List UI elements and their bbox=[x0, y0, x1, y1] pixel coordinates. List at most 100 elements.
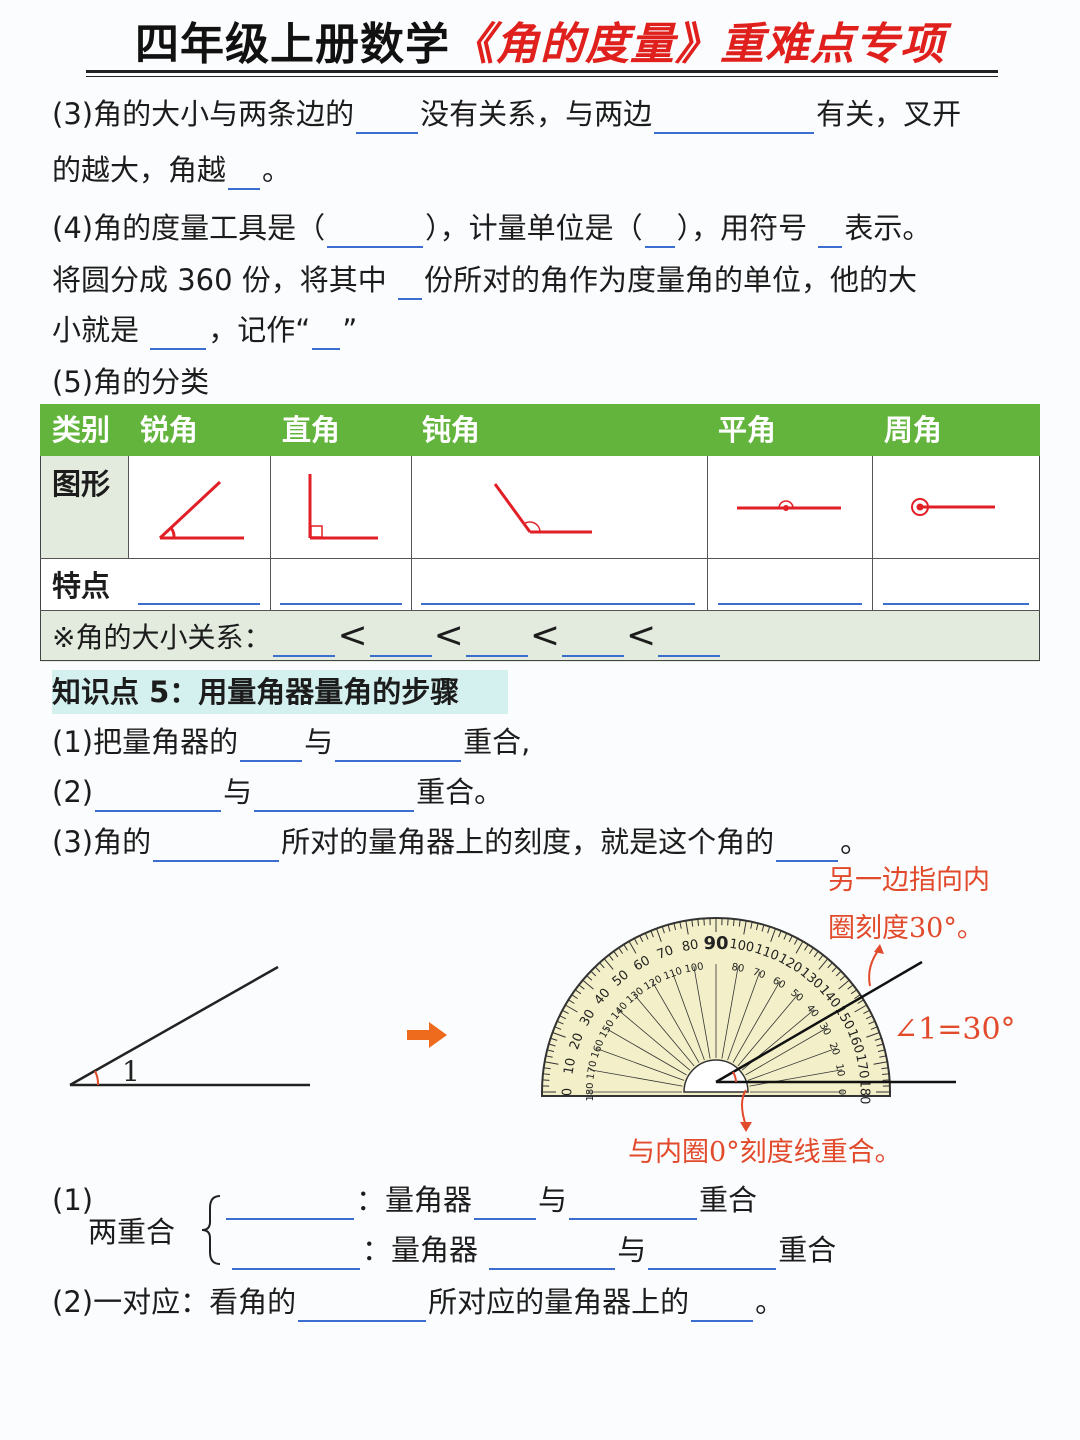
protractor-tick bbox=[795, 941, 804, 954]
protractor-tick bbox=[755, 923, 759, 931]
protractor-tick bbox=[582, 979, 594, 990]
protractor-tick bbox=[613, 950, 619, 958]
left-brace-icon bbox=[201, 1195, 221, 1265]
protractor-tick bbox=[633, 938, 639, 945]
protractor-tick bbox=[568, 999, 575, 1004]
protractor-tick bbox=[623, 944, 628, 951]
q5-label: (5)角的分类 bbox=[52, 365, 210, 399]
header-right: 直角 bbox=[282, 413, 341, 447]
protractor-tick bbox=[838, 979, 850, 990]
note-angle-value: ∠1=30° bbox=[893, 1012, 1016, 1047]
angle-classification-table: 类别 锐角 直角 钝角 平角 周角 图形 特点 bbox=[40, 404, 1040, 662]
fill-blank[interactable] bbox=[776, 830, 839, 862]
protractor-tick bbox=[877, 1049, 885, 1053]
protractor-tick bbox=[650, 930, 654, 938]
protractor-tick bbox=[854, 994, 861, 1000]
fill-blank[interactable] bbox=[273, 625, 336, 657]
fill-blank[interactable] bbox=[644, 216, 675, 248]
note-bottom: 与内圈0°刻度线重合。 bbox=[628, 1137, 902, 1168]
protractor-tick bbox=[868, 1020, 876, 1025]
protractor-tick bbox=[586, 975, 593, 981]
fill-blank[interactable] bbox=[232, 1238, 360, 1270]
fill-blank[interactable] bbox=[335, 730, 462, 762]
fill-blank[interactable] bbox=[691, 1290, 754, 1322]
protractor-tick bbox=[545, 1055, 553, 1058]
protractor-inner-label: 170 bbox=[585, 1060, 599, 1081]
feature-blank-right[interactable] bbox=[280, 603, 402, 605]
protractor-tick bbox=[679, 921, 682, 929]
protractor-tick bbox=[556, 1020, 564, 1025]
protractor-tick bbox=[850, 989, 858, 995]
protractor-tick bbox=[628, 941, 637, 954]
fill-blank[interactable] bbox=[648, 1238, 777, 1270]
fill-blank[interactable] bbox=[569, 1188, 698, 1220]
protractor-tick bbox=[804, 944, 809, 951]
protractor-tick bbox=[565, 1004, 578, 1013]
fill-blank[interactable] bbox=[298, 1290, 427, 1322]
kp5-step3: (3)角的所对的量角器上的刻度，就是这个角的。 bbox=[52, 822, 869, 862]
page-title: 四年级上册数学《角的度量》重难点专项 bbox=[0, 14, 1080, 76]
protractor-tick bbox=[618, 947, 624, 954]
protractor-tick bbox=[866, 1032, 880, 1038]
fill-blank[interactable] bbox=[474, 1188, 537, 1220]
protractor-spoke bbox=[595, 1047, 685, 1081]
fill-blank[interactable] bbox=[465, 625, 528, 657]
fill-blank[interactable] bbox=[153, 830, 280, 862]
protractor-tick bbox=[599, 962, 605, 969]
protractor-tick bbox=[876, 1043, 884, 1047]
fill-blank[interactable] bbox=[356, 102, 419, 134]
protractor-spoke bbox=[617, 1009, 691, 1071]
fill-blank[interactable] bbox=[312, 318, 341, 350]
acute-angle-icon bbox=[158, 480, 244, 540]
feature-blank-round[interactable] bbox=[883, 603, 1029, 605]
table-divider bbox=[707, 456, 708, 610]
protractor-tick bbox=[548, 1043, 556, 1047]
fill-blank[interactable] bbox=[561, 625, 624, 657]
fill-blank[interactable] bbox=[254, 780, 415, 812]
fill-blank[interactable] bbox=[226, 1188, 354, 1220]
header-acute: 锐角 bbox=[140, 413, 199, 447]
feature-row bbox=[40, 558, 1040, 610]
protractor-tick bbox=[743, 920, 747, 935]
cell-obtuse-shape bbox=[412, 456, 707, 558]
fill-blank[interactable] bbox=[150, 318, 207, 350]
fill-blank[interactable] bbox=[327, 216, 424, 248]
protractor-tick bbox=[738, 919, 741, 927]
angle-shapes bbox=[158, 474, 995, 540]
protractor-outer-label: 170 bbox=[852, 1053, 871, 1080]
protractor-spoke bbox=[727, 971, 761, 1061]
feature-blank-obtuse[interactable] bbox=[421, 603, 695, 605]
pointer-arrow-icon bbox=[868, 944, 884, 987]
table-divider bbox=[40, 558, 1040, 559]
fill-blank[interactable] bbox=[240, 730, 303, 762]
header-round: 周角 bbox=[884, 413, 943, 447]
protractor-spoke bbox=[747, 1047, 837, 1081]
protractor-inner-label: 10 bbox=[833, 1063, 846, 1077]
protractor-tick bbox=[808, 947, 814, 954]
fill-blank[interactable] bbox=[489, 1238, 616, 1270]
fill-blank[interactable] bbox=[658, 625, 721, 657]
feature-blank-straight[interactable] bbox=[718, 603, 862, 605]
straight-angle-icon bbox=[737, 500, 841, 511]
protractor-outer-label: 80 bbox=[681, 937, 700, 955]
protractor-outer-label: 60 bbox=[631, 953, 653, 974]
relation-line: ※角的大小关系：<<<< bbox=[52, 617, 722, 657]
table-divider bbox=[40, 610, 1040, 611]
fill-blank[interactable] bbox=[369, 625, 432, 657]
fill-blank[interactable] bbox=[818, 216, 843, 248]
protractor-tick bbox=[574, 989, 582, 995]
fill-blank[interactable] bbox=[654, 102, 815, 134]
fill-blank[interactable] bbox=[228, 158, 261, 190]
cell-acute-shape bbox=[128, 456, 270, 558]
relation-row bbox=[40, 610, 1040, 662]
table-divider bbox=[270, 456, 271, 610]
protractor-inner-label: 80 bbox=[731, 962, 745, 975]
protractor-tick bbox=[865, 1015, 873, 1020]
feature-blank-acute[interactable] bbox=[138, 603, 260, 605]
fill-blank[interactable] bbox=[95, 780, 222, 812]
protractor-spoke bbox=[589, 1069, 683, 1087]
protractor-outer-label: 70 bbox=[655, 943, 676, 963]
title-topic: 《角的度量》重难点专项 bbox=[450, 19, 945, 70]
protractor-tick bbox=[827, 962, 833, 969]
fill-blank[interactable] bbox=[398, 268, 423, 300]
